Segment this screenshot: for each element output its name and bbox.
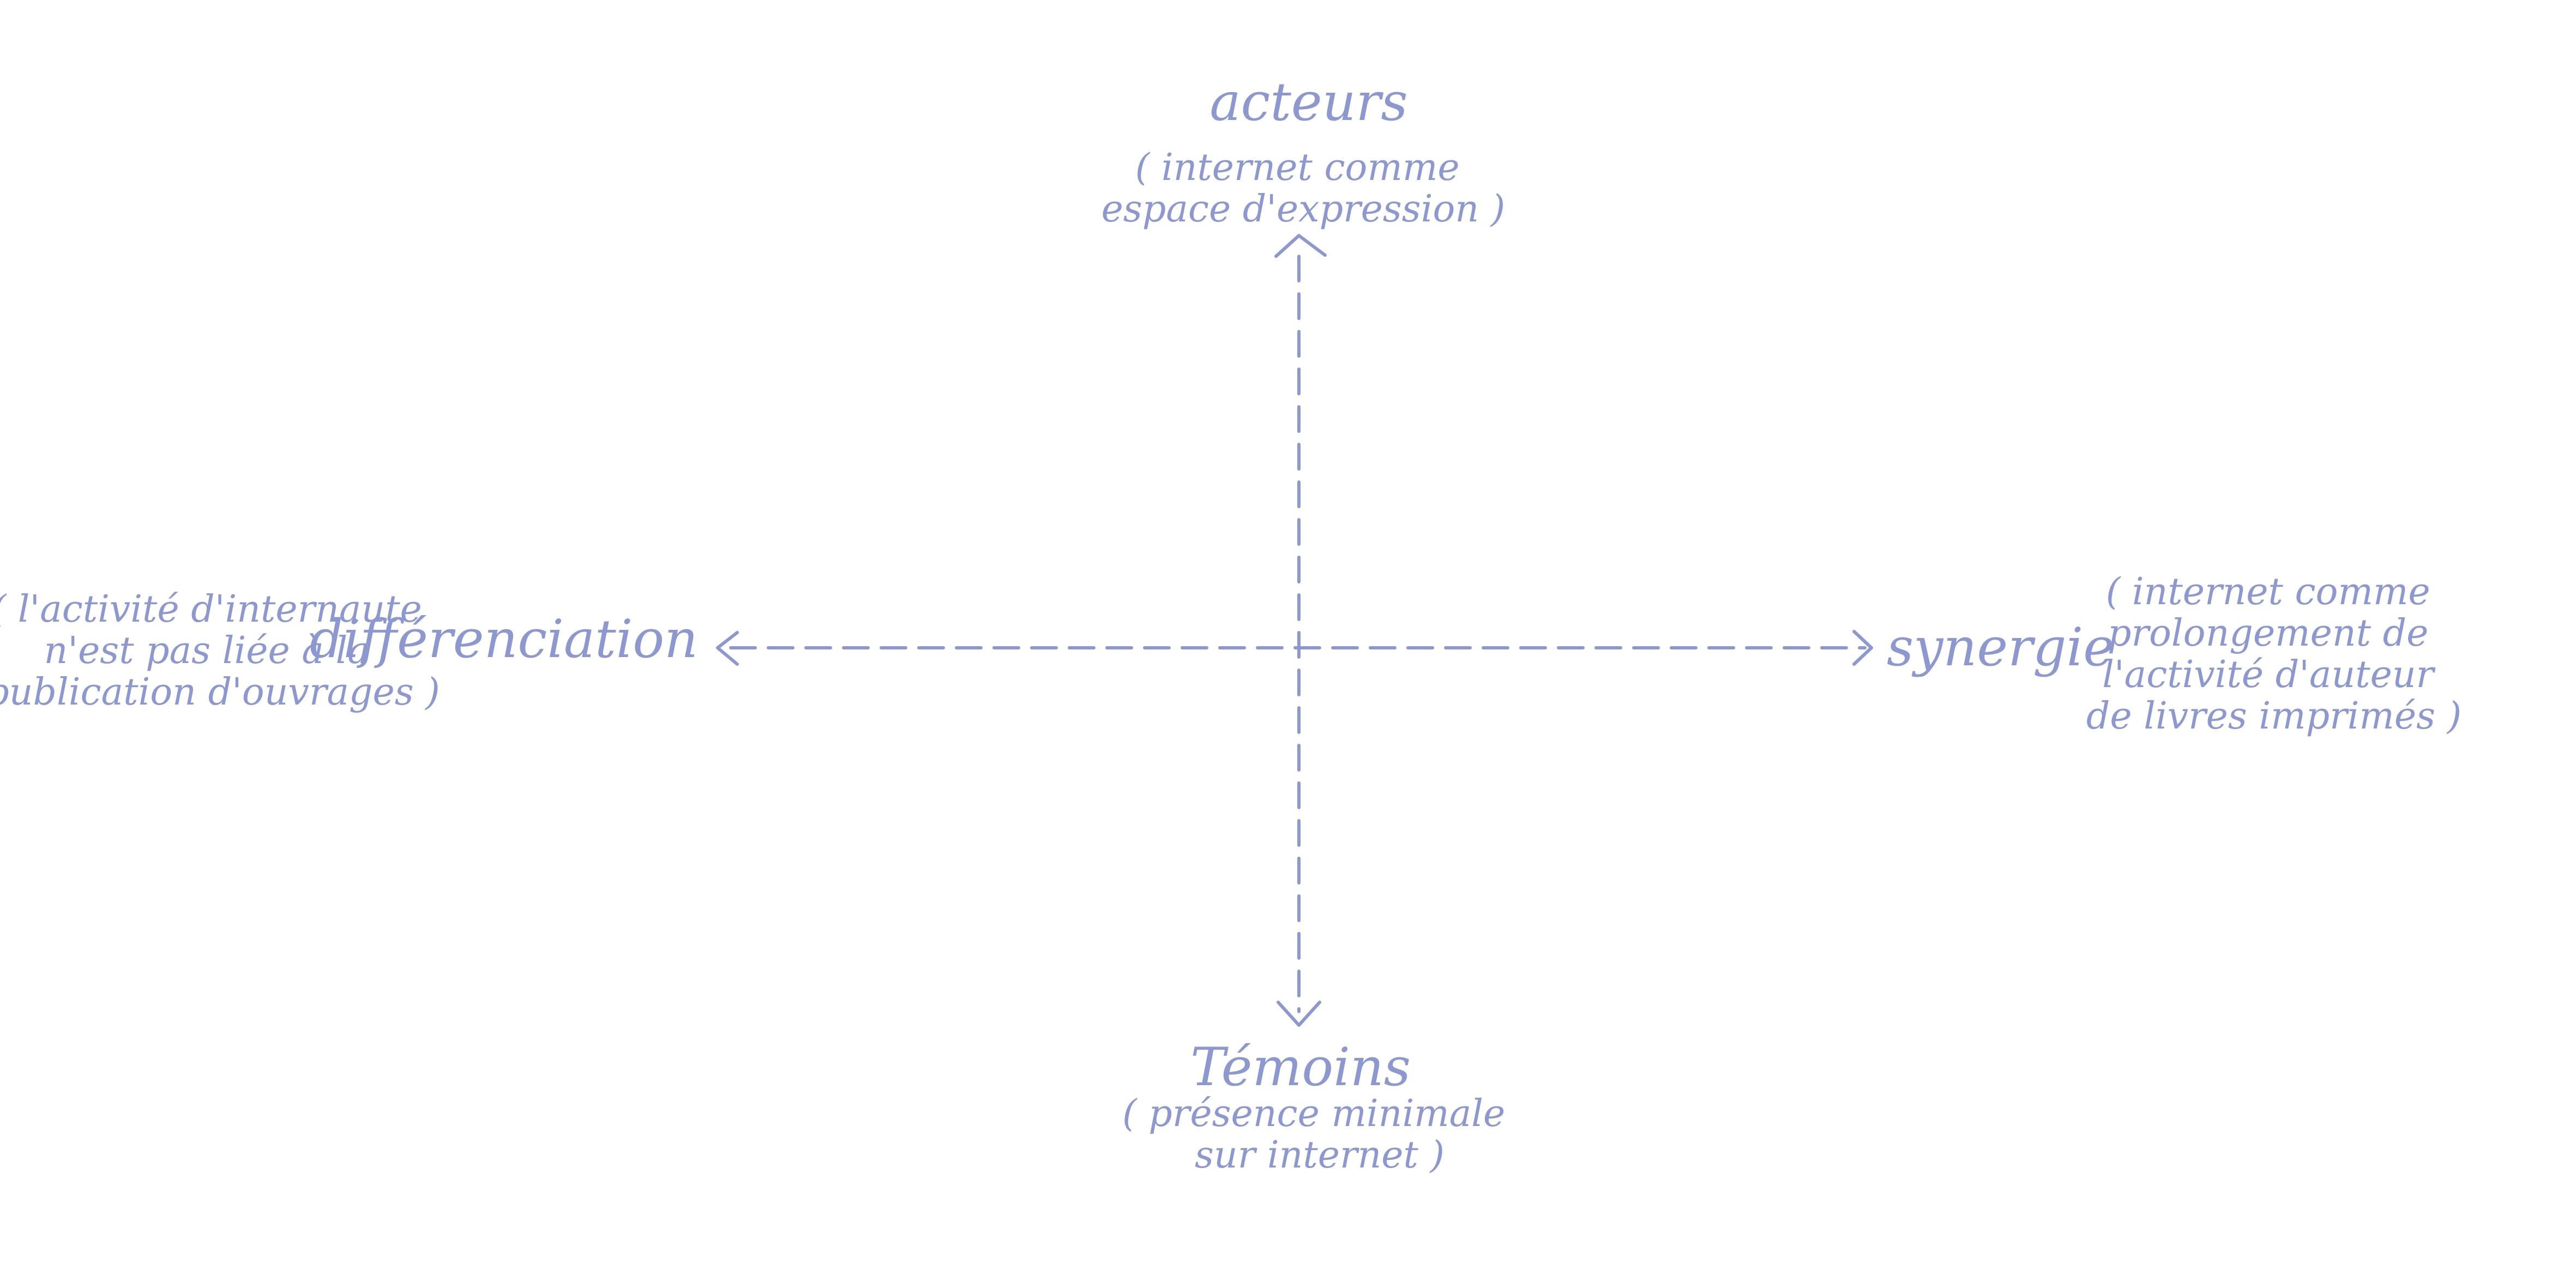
bottom-pole-note-line: ( présence minimale bbox=[1122, 1092, 1505, 1135]
arrow-down-head bbox=[1277, 1001, 1321, 1027]
left-pole-note: ( l'activité d'internaute n'est pas liée… bbox=[0, 588, 440, 714]
top-pole-title: acteurs bbox=[1209, 71, 1407, 133]
right-pole-note-line: de livres imprimés ) bbox=[2086, 695, 2461, 738]
top-pole-note-line: espace d'expression ) bbox=[1102, 188, 1506, 231]
arrow-left-head bbox=[716, 631, 739, 666]
right-pole-note: ( internet comme prolongement de l'activ… bbox=[2086, 570, 2461, 738]
bottom-pole-title: Témoins bbox=[1190, 1037, 1411, 1098]
left-pole-title: différenciation bbox=[310, 609, 698, 670]
bottom-pole-note-line: sur internet ) bbox=[1195, 1134, 1445, 1177]
left-pole-note-line: ( l'activité d'internaute bbox=[0, 588, 422, 631]
top-pole-note-line: ( internet comme bbox=[1135, 146, 1460, 189]
right-pole-note-line: prolongement de bbox=[2108, 612, 2428, 655]
arrow-up-head bbox=[1274, 234, 1327, 258]
left-pole-note-line: n'est pas liée à la bbox=[44, 629, 370, 672]
right-pole-note-line: l'activité d'auteur bbox=[2102, 653, 2435, 696]
right-pole-title: synergie bbox=[1887, 617, 2114, 678]
bottom-pole-note: ( présence minimale sur internet ) bbox=[1122, 1092, 1517, 1177]
arrow-right-head bbox=[1852, 630, 1873, 666]
right-pole-note-line: ( internet comme bbox=[2106, 570, 2430, 613]
top-pole-note: ( internet comme espace d'expression ) bbox=[1102, 146, 1506, 231]
left-pole-note-line: publication d'ouvrages ) bbox=[0, 671, 440, 714]
